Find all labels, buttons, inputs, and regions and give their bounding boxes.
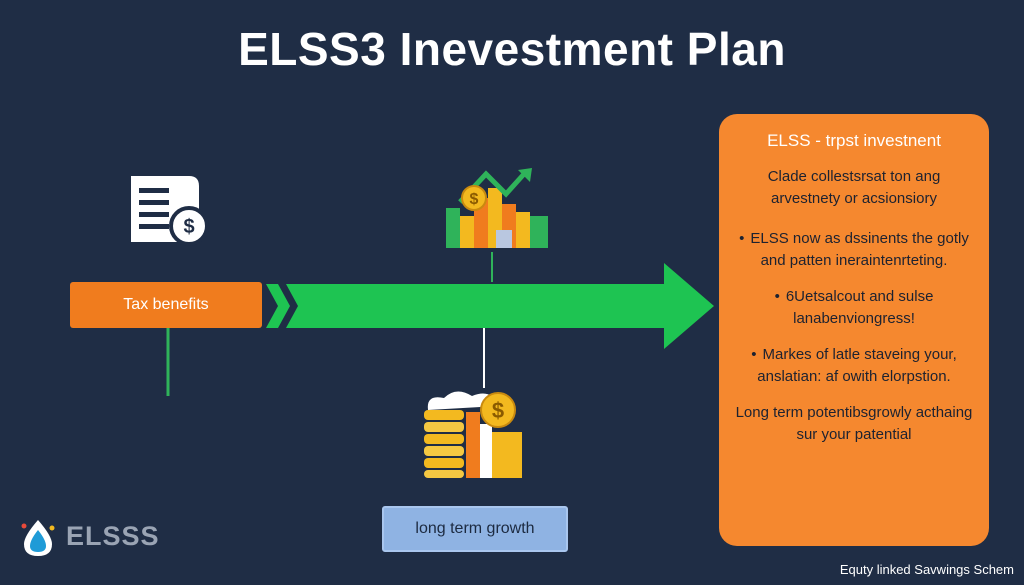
growth-chart-icon: $ [446, 168, 548, 248]
panel-title: ELSS - trpst investnent [767, 131, 941, 150]
footer-subtitle: Equty linked Savwings Schem [839, 562, 1014, 577]
panel-footer: Long term potentibsgrowly acthaing sur y… [735, 404, 973, 443]
panel-bullet-3: •Markes of latle staveing your, anslatia… [733, 344, 975, 388]
panel-bullet-1: • ELSS now as dssinents the gotly and pat… [733, 228, 975, 272]
long-term-growth-box: long term growth [382, 506, 568, 552]
svg-text:$: $ [470, 191, 479, 208]
panel-bullet-2: • 6Uetsalcout and sulse lanabenviongress! [733, 286, 975, 330]
svg-text:$: $ [183, 216, 194, 238]
bullet-dot: • [751, 346, 757, 363]
coin-stack-icon: $ [424, 391, 522, 478]
document-dollar-icon: $ [131, 176, 209, 246]
panel-intro: Clade collestsrsat ton ang arvestnety or… [767, 168, 941, 207]
brand-logo-icon [21, 520, 55, 556]
bullet-dot: • [774, 288, 780, 305]
tax-benefits-box: Tax benefits [70, 282, 262, 328]
panel-bullet-text: Markes of latle staveing your, anslatian… [757, 346, 957, 385]
panel-bullet-text: 6Uetsalcout and sulse lanabenviongress! [785, 288, 934, 327]
panel-bullet-text: ELSS now as dssinents the gotly and patt… [750, 230, 969, 269]
brand-name: ELSSS [66, 520, 160, 551]
brand: ELSSS [18, 516, 160, 556]
bullet-dot: • [739, 230, 745, 247]
svg-text:$: $ [492, 398, 504, 423]
main-flow-arrow [266, 263, 714, 349]
page-title: ELSS3 Inevestment Plan [238, 23, 786, 75]
elss-info-panel: ELSS - trpst investnent Clade collestsrs… [719, 114, 989, 546]
